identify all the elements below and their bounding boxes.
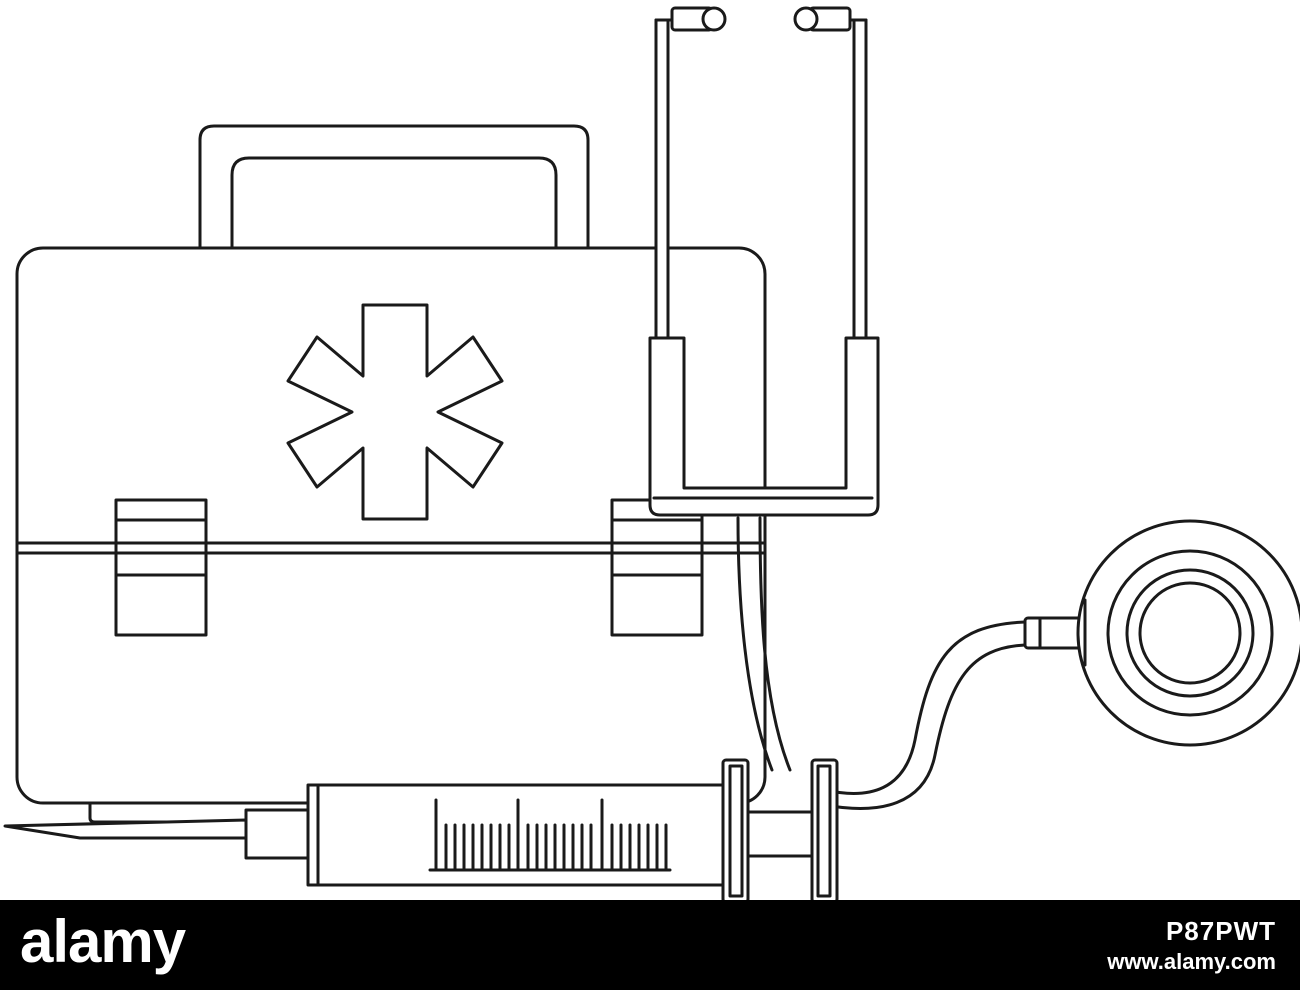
- image-meta: P87PWT www.alamy.com: [1107, 915, 1276, 975]
- site-url: www.alamy.com: [1107, 948, 1276, 974]
- stethoscope-icon: [648, 6, 1300, 810]
- star-of-life-icon: [286, 303, 504, 521]
- syringe-icon: [3, 758, 839, 900]
- image-id: P87PWT: [1165, 916, 1276, 946]
- watermark-bar: alamy P87PWT www.alamy.com: [0, 900, 1300, 990]
- brand-logo: alamy: [20, 908, 186, 975]
- first-aid-kit-icon: [15, 124, 767, 824]
- medical-equipment-illustration: [3, 6, 1300, 900]
